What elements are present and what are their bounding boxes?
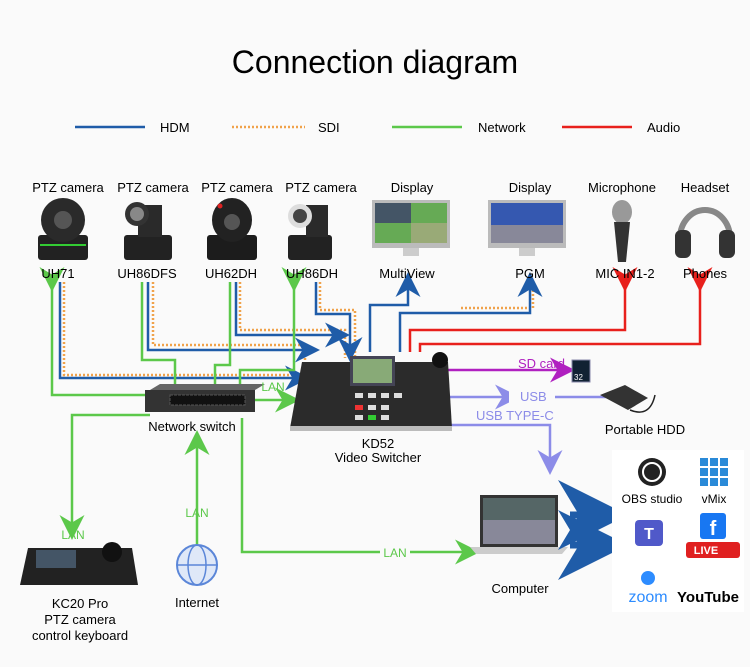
camera-icon — [207, 198, 257, 260]
video-switcher-icon — [290, 352, 452, 431]
device-type: Headset — [681, 180, 730, 195]
lan-label: LAN — [185, 506, 208, 520]
streaming-software-panel: OBS studio vMix T f LIVE zoom YouTube — [612, 450, 744, 612]
computer-label: Computer — [491, 581, 549, 596]
vmix-label: vMix — [702, 492, 727, 506]
device-type: PTZ camera — [32, 180, 104, 195]
device-type: PTZ camera — [201, 180, 273, 195]
portable-hdd-icon — [600, 385, 656, 413]
keyboard-model: KC20 Pro — [52, 596, 108, 611]
legend-sdi: SDI — [318, 120, 340, 135]
device-model: MIC IN1-2 — [595, 266, 654, 281]
switcher-model: KD52 — [362, 436, 395, 451]
camera-icon — [124, 202, 172, 260]
legend-audio: Audio — [647, 120, 680, 135]
usb-type-c-label: USB TYPE-C — [476, 408, 554, 423]
device-type: Display — [509, 180, 552, 195]
usb-label: USB — [520, 389, 547, 404]
obs-label: OBS studio — [622, 492, 683, 506]
device-type: PTZ camera — [285, 180, 357, 195]
switcher-name: Video Switcher — [335, 450, 422, 465]
ptz-keyboard-icon — [20, 542, 138, 585]
svg-text:T: T — [644, 526, 654, 543]
youtube-label: YouTube — [677, 589, 739, 606]
page-title: Connection diagram — [232, 44, 518, 80]
device-type: PTZ camera — [117, 180, 189, 195]
device-model: MultiView — [379, 266, 435, 281]
network-switch-icon — [145, 384, 265, 412]
legend-hdmi: HDM — [160, 120, 190, 135]
device-labels: PTZ camera PTZ camera PTZ camera PTZ cam… — [32, 180, 729, 281]
camera-icon — [38, 198, 88, 260]
device-model: PGM — [515, 266, 545, 281]
lan-label: LAN — [261, 380, 284, 394]
internet-label: Internet — [175, 595, 219, 610]
internet-globe-icon — [176, 544, 218, 586]
device-model: UH86DH — [286, 266, 338, 281]
pgm-display-icon — [488, 200, 566, 256]
sd-card-capacity: 32 — [574, 373, 583, 382]
lan-label: LAN — [61, 528, 84, 542]
network-switch-label: Network switch — [148, 419, 235, 434]
laptop-icon — [470, 495, 568, 554]
device-model: UH86DFS — [117, 266, 177, 281]
connections — [39, 267, 713, 565]
sd-card-label: SD card — [518, 356, 565, 371]
svg-text:f: f — [710, 518, 717, 540]
live-label: LIVE — [694, 545, 718, 557]
sd-card-icon: 32 — [571, 359, 591, 383]
device-model: Phones — [683, 266, 728, 281]
lan-label: LAN — [383, 546, 406, 560]
device-type: Microphone — [588, 180, 656, 195]
device-model: UH71 — [41, 266, 74, 281]
keyboard-line1: PTZ camera — [44, 612, 116, 627]
keyboard-line2: control keyboard — [32, 628, 128, 643]
camera-icon — [288, 204, 332, 260]
portable-hdd-label: Portable HDD — [605, 422, 685, 437]
microphone-icon — [612, 200, 632, 262]
zoom-label: zoom — [628, 589, 667, 606]
legend-network: Network — [478, 120, 526, 135]
legend: HDM SDI Network Audio — [75, 120, 680, 135]
device-type: Display — [391, 180, 434, 195]
multiview-display-icon — [372, 200, 450, 256]
device-model: UH62DH — [205, 266, 257, 281]
headset-icon — [675, 207, 735, 258]
